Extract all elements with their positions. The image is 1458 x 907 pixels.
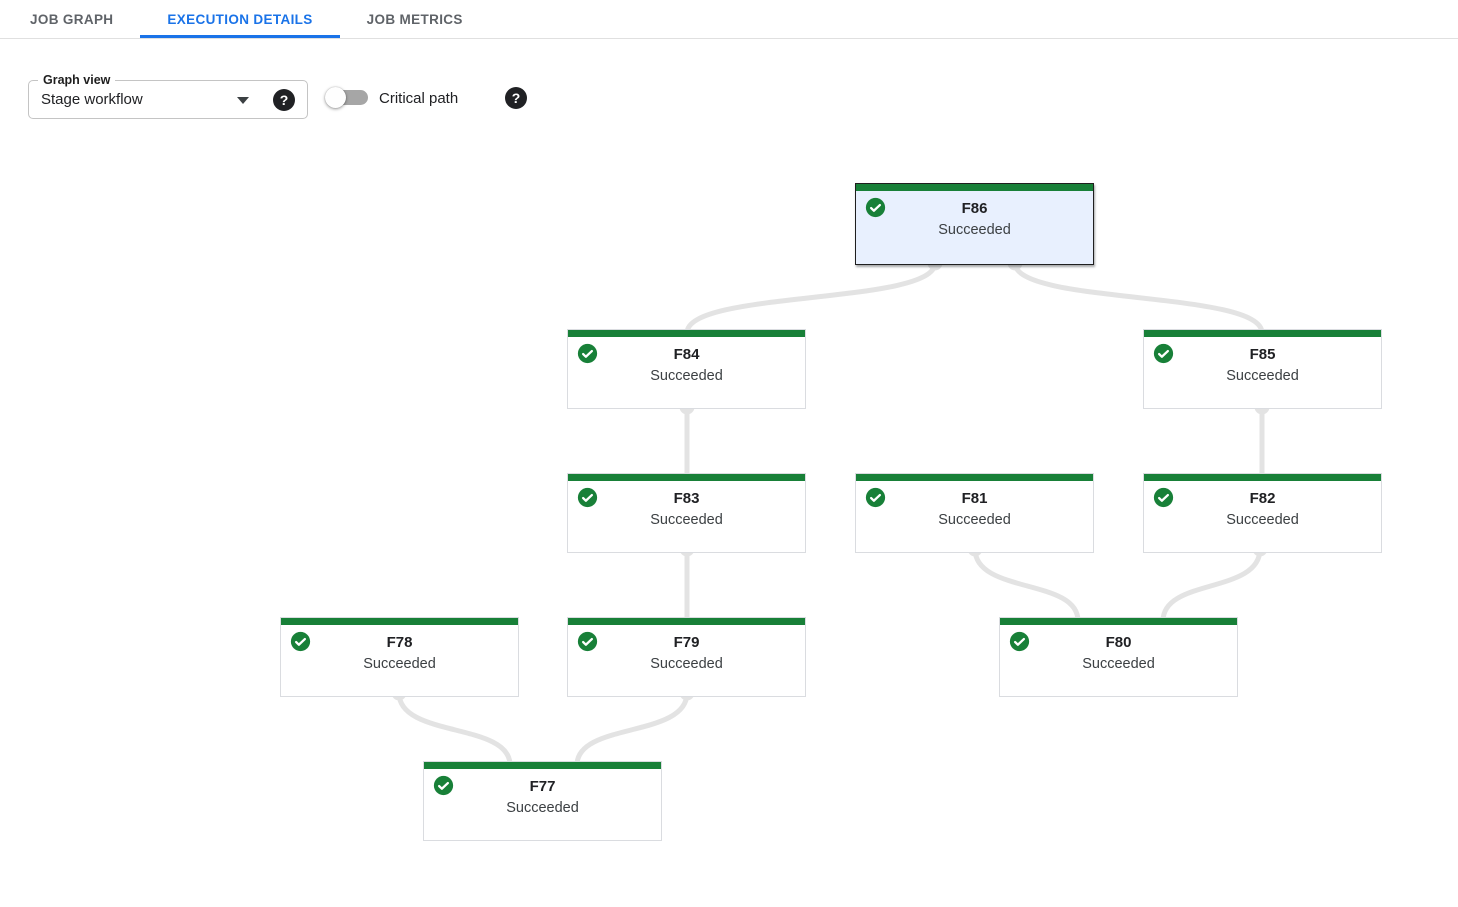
check-circle-icon [577, 487, 598, 508]
stage-status: Succeeded [1226, 368, 1299, 384]
stage-label: F85 [1249, 346, 1276, 363]
stage-label: F81 [961, 490, 988, 507]
stage-status: Succeeded [938, 512, 1011, 528]
toggle-knob-icon [325, 87, 346, 108]
stage-status: Succeeded [1082, 656, 1155, 672]
edge-f78-f77 [396, 690, 513, 768]
stage-node-f85[interactable]: F85 Succeeded [1143, 329, 1382, 409]
stage-status: Succeeded [1226, 512, 1299, 528]
stage-status: Succeeded [363, 656, 436, 672]
graph-toolbar: Graph view Stage workflow ? Critical pat… [0, 0, 1458, 140]
stage-label: F79 [673, 634, 700, 651]
stage-status: Succeeded [650, 368, 723, 384]
check-circle-icon [1009, 631, 1030, 652]
edge-f86-f84 [684, 260, 938, 336]
stage-label: F80 [1105, 634, 1132, 651]
stage-label: F83 [673, 490, 700, 507]
critical-path-label: Critical path [379, 90, 459, 107]
status-bar [856, 474, 1093, 481]
tab-bar: JOB GRAPH EXECUTION DETAILS JOB METRICS [0, 0, 1458, 39]
stage-label: F82 [1249, 490, 1276, 507]
stage-node-f79[interactable]: F79 Succeeded [567, 617, 806, 697]
status-bar [856, 184, 1093, 191]
stage-node-f81[interactable]: F81 Succeeded [855, 473, 1094, 553]
graph-view-value: Stage workflow [41, 91, 143, 108]
edge-f81-f80 [972, 546, 1081, 624]
stage-node-f86[interactable]: F86 Succeeded [855, 183, 1094, 265]
status-bar [1144, 330, 1381, 337]
stage-node-f82[interactable]: F82 Succeeded [1143, 473, 1382, 553]
tab-execution-details[interactable]: EXECUTION DETAILS [140, 0, 340, 38]
edge-f82-f80 [1160, 546, 1263, 624]
stage-status: Succeeded [650, 656, 723, 672]
edge-f79-f77 [574, 690, 690, 768]
status-bar [281, 618, 518, 625]
check-circle-icon [865, 487, 886, 508]
stage-node-f78[interactable]: F78 Succeeded [280, 617, 519, 697]
edge-f86-f85 [1012, 260, 1265, 336]
stage-label: F78 [386, 634, 413, 651]
check-circle-icon [1153, 343, 1174, 364]
check-circle-icon [433, 775, 454, 796]
stage-node-f77[interactable]: F77 Succeeded [423, 761, 662, 841]
stage-node-f80[interactable]: F80 Succeeded [999, 617, 1238, 697]
stage-node-f84[interactable]: F84 Succeeded [567, 329, 806, 409]
status-bar [1000, 618, 1237, 625]
graph-view-select[interactable]: Graph view Stage workflow ? [28, 72, 308, 119]
chevron-down-icon [237, 97, 249, 104]
stage-status: Succeeded [506, 800, 579, 816]
status-bar [1144, 474, 1381, 481]
check-circle-icon [1153, 487, 1174, 508]
check-circle-icon [290, 631, 311, 652]
status-bar [568, 618, 805, 625]
check-circle-icon [577, 631, 598, 652]
check-circle-icon [577, 343, 598, 364]
tab-job-metrics[interactable]: JOB METRICS [366, 11, 463, 27]
stage-label: F84 [673, 346, 700, 363]
critical-path-toggle[interactable] [325, 87, 368, 108]
tab-job-graph[interactable]: JOB GRAPH [30, 11, 114, 27]
status-bar [424, 762, 661, 769]
graph-view-help-icon[interactable]: ? [273, 89, 295, 111]
check-circle-icon [865, 197, 886, 218]
stage-label: F86 [961, 200, 988, 217]
stage-status: Succeeded [650, 512, 723, 528]
stage-label: F77 [529, 778, 556, 795]
status-bar [568, 474, 805, 481]
stage-node-f83[interactable]: F83 Succeeded [567, 473, 806, 553]
stage-status: Succeeded [938, 222, 1011, 238]
status-bar [568, 330, 805, 337]
graph-view-label: Graph view [38, 72, 116, 89]
critical-path-help-icon[interactable]: ? [505, 87, 527, 109]
